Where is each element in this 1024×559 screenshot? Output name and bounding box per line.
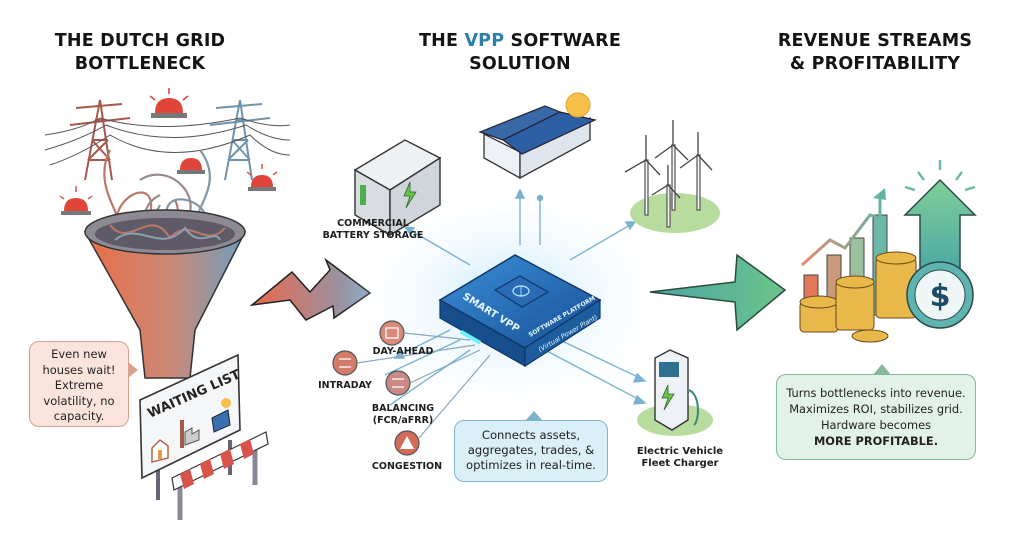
day-ahead-market-icon xyxy=(379,320,471,346)
label-line: Electric Vehicle xyxy=(636,446,724,457)
title-prefix: THE xyxy=(419,31,465,51)
market-label-congestion: CONGESTION xyxy=(371,461,443,472)
brain-icon xyxy=(512,285,530,297)
alarm-beacon-icon xyxy=(177,158,205,174)
battery-storage-container xyxy=(353,139,442,237)
sun-icon xyxy=(565,92,591,118)
callout-line: Extreme xyxy=(54,378,104,392)
solar-warehouse xyxy=(478,92,597,180)
label-line: BALANCING xyxy=(371,403,435,414)
dollar-coin-icon: $ xyxy=(906,261,974,329)
wind-turbine-farm xyxy=(624,120,720,233)
market-label-balancing: BALANCING (FCR/aFRR) xyxy=(368,403,438,427)
revenue-callout: Turns bottlenecks into revenue. Maximize… xyxy=(776,364,976,460)
ev-charger-label: Electric Vehicle Fleet Charger xyxy=(630,446,730,470)
callout-line: Hardware becomes xyxy=(820,418,932,432)
title-line: SOLUTION xyxy=(469,54,571,74)
title-line: THE VPP SOFTWARE xyxy=(400,30,640,53)
callout-line: aggregates, trades, & xyxy=(467,443,595,457)
label-line: Fleet Charger xyxy=(641,458,719,469)
alarm-beacon-icon xyxy=(59,186,93,215)
solar-panel-icon xyxy=(211,398,231,433)
transmission-tower-right xyxy=(209,99,271,181)
waiting-list-sign: WAITING LIST xyxy=(139,353,243,500)
market-label-day-ahead: DAY-AHEAD xyxy=(372,346,434,357)
callout-line: Turns bottlenecks into revenue. xyxy=(786,386,966,400)
callout-line: Even new xyxy=(51,347,107,361)
grid-problem-callout: Even new houses wait! Extreme volatility… xyxy=(29,341,138,427)
title-line: BOTTLENECK xyxy=(74,54,206,74)
congestion-warning-icon xyxy=(394,354,491,456)
callout-line: capacity. xyxy=(53,409,105,423)
bottleneck-funnel xyxy=(83,209,247,379)
callout-line: Connects assets, xyxy=(481,428,581,442)
section-title-revenue: REVENUE STREAMS & PROFITABILITY xyxy=(765,30,985,76)
power-lines xyxy=(44,117,291,166)
title-line: THE DUTCH GRID xyxy=(54,31,226,51)
dollar-symbol: $ xyxy=(930,279,951,314)
alarm-beacon-icon xyxy=(149,88,189,118)
title-suffix: SOFTWARE xyxy=(504,31,621,51)
transmission-tower-left xyxy=(69,99,131,181)
label-line: COMMERCIAL xyxy=(337,218,409,229)
callout-line: houses wait! xyxy=(42,362,116,377)
callout-line: optimizes in real-time. xyxy=(466,458,596,472)
data-flow-arrows xyxy=(384,188,647,406)
revenue-arrow xyxy=(649,253,787,332)
title-accent: VPP xyxy=(464,31,505,51)
title-line: & PROFITABILITY xyxy=(789,54,961,74)
callout-line: volatility, no xyxy=(43,393,115,408)
smart-vpp-platform: SMART VPP SOFTWARE PLATFORM (Virtual Pow… xyxy=(438,254,602,368)
title-line: REVENUE STREAMS xyxy=(777,31,973,51)
balancing-market-icon xyxy=(385,349,481,396)
label-line: BATTERY STORAGE xyxy=(322,230,424,241)
lightning-icon xyxy=(403,181,417,209)
section-title-grid-bottleneck: THE DUTCH GRID BOTTLENECK xyxy=(40,30,240,76)
section-title-vpp-solution: THE VPP SOFTWARE SOLUTION xyxy=(400,30,640,76)
market-label-intraday: INTRADAY xyxy=(318,380,372,391)
ev-charger xyxy=(637,349,713,436)
callout-emphasis: MORE PROFITABLE. xyxy=(813,434,939,448)
factory-icon xyxy=(180,420,200,448)
callout-line: Maximizes ROI, stabilizes grid. xyxy=(789,402,963,416)
chip-icon xyxy=(493,275,550,308)
profit-up-arrow xyxy=(903,160,977,276)
battery-storage-label: COMMERCIAL BATTERY STORAGE xyxy=(318,218,428,242)
road-barrier xyxy=(171,431,269,520)
alarm-beacon-icon xyxy=(246,164,278,191)
label-line: (FCR/aFRR) xyxy=(372,415,434,426)
lightning-icon xyxy=(661,384,675,411)
vpp-description-callout: Connects assets, aggregates, trades, & o… xyxy=(454,411,608,482)
intraday-market-icon xyxy=(332,344,476,376)
coin-stacks xyxy=(799,251,917,343)
house-icon xyxy=(151,439,169,463)
